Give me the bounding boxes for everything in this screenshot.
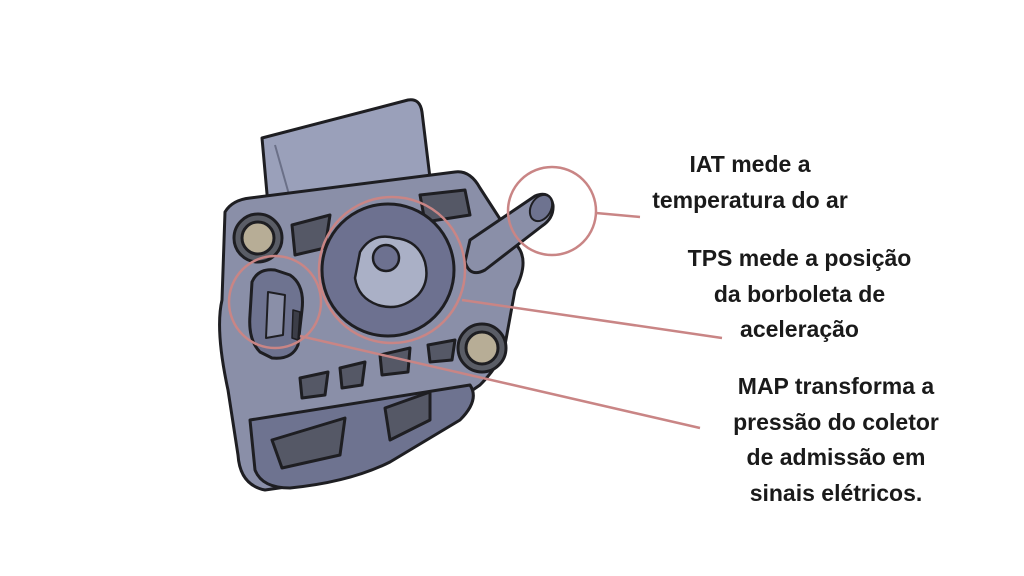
leader-lines [299,211,723,430]
iat-callout-label: IAT mede a temperatura do ar [640,147,860,218]
map-callout-line: pressão do coletor [733,408,939,435]
map-callout-line: sinais elétricos. [749,479,923,506]
iat-callout-line: temperatura do ar [652,186,848,213]
tps-callout-label: TPS mede a posição da borboleta de acele… [672,241,927,348]
sensor-top-tab [260,98,432,207]
tps-callout-line: TPS mede a posição [687,245,912,271]
iat-callout-line: IAT mede a [689,151,811,177]
highlight-circles [227,165,598,350]
sensor-body [218,98,555,492]
iat-leader-line [595,211,641,219]
tps-callout-line: aceleração [740,316,859,343]
map-callout-line: de admissão em [746,444,926,471]
map-callout-line: MAP transforma a [737,373,935,399]
tps-callout-line: da borboleta de [713,280,886,307]
tps-leader-line [461,298,723,340]
map-highlight-circle [227,254,323,350]
iat-highlight-circle [506,165,598,257]
map-leader-line [299,334,701,430]
tps-highlight-circle [317,195,467,345]
map-callout-label: MAP transforma a pressão do coletor de a… [716,369,956,512]
